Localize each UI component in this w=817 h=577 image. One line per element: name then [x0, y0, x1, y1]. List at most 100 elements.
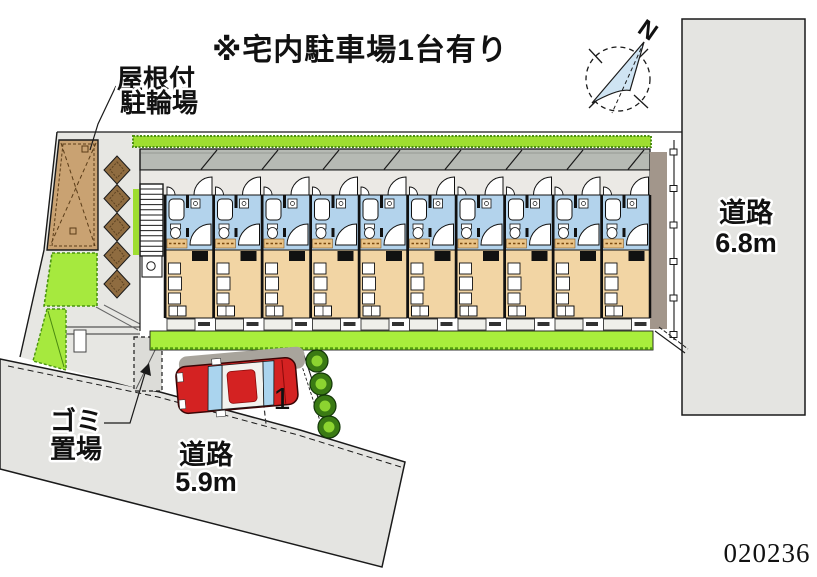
bathtub	[362, 198, 379, 221]
toilet	[461, 227, 472, 239]
compass-circle	[585, 46, 651, 112]
road-right-width: 6.8m	[715, 228, 777, 258]
building-shadow	[650, 152, 667, 329]
balcony-slab	[215, 318, 244, 331]
kitchen-counter	[506, 238, 527, 249]
balcony-slab	[554, 318, 584, 331]
entrance-door-arc	[387, 176, 407, 196]
unit	[551, 176, 602, 331]
site-boundary-left	[19, 131, 58, 358]
trash-leader-arrow	[140, 363, 151, 376]
roof-panel-divider	[566, 149, 584, 170]
toilet	[364, 227, 375, 239]
bicycle-roof-diagonal	[49, 142, 97, 247]
road-bottom-curb	[7, 365, 402, 468]
fence-post	[669, 221, 678, 229]
unit	[503, 176, 553, 331]
compass-tick	[633, 94, 649, 109]
bicycle-parking	[46, 139, 99, 251]
bicycle-mark	[69, 227, 77, 235]
north-needle	[591, 41, 645, 104]
roof-panel-divider	[383, 149, 401, 170]
toilet	[170, 227, 181, 239]
roof-panel-divider	[261, 149, 279, 170]
room-door-arc	[237, 223, 260, 246]
fence-post	[669, 294, 678, 302]
fence-post	[669, 185, 678, 192]
road-right-surface	[681, 18, 806, 416]
room-door-arc	[480, 223, 503, 246]
balcony-slab	[506, 318, 535, 331]
bathtub	[556, 198, 573, 221]
units-layer	[163, 176, 652, 331]
bathtub	[508, 198, 524, 221]
balcony-slab	[263, 318, 293, 331]
sink	[190, 198, 201, 209]
bicycle-roof-inner	[51, 143, 95, 247]
unit	[454, 176, 505, 331]
room-door-arc	[383, 223, 406, 246]
hedge-top	[132, 135, 652, 148]
toilet	[509, 227, 521, 239]
closet	[628, 251, 645, 261]
balcony-slab	[312, 318, 341, 331]
compass: N	[585, 14, 663, 114]
entrance-door-arc	[241, 176, 261, 196]
fence-posts	[669, 148, 678, 338]
kitchen-counter	[457, 238, 479, 249]
lawn-south	[149, 330, 654, 351]
sink	[433, 198, 443, 209]
bathtub	[459, 198, 476, 221]
car-headlight	[176, 372, 184, 383]
toilet	[606, 227, 618, 239]
toilet	[315, 227, 327, 239]
kitchen-counter	[166, 238, 188, 249]
trash-label: ゴミ 置場	[47, 363, 151, 467]
room-door-arc	[286, 223, 309, 246]
bicycle-parking-label: 屋根付 駐輪場	[89, 62, 201, 151]
sink	[287, 198, 298, 209]
unit	[309, 176, 359, 331]
compass-tick	[588, 48, 603, 64]
kitchen-counter	[603, 238, 624, 249]
kitchen-counter	[263, 238, 285, 249]
entrance-door-arc	[290, 176, 310, 196]
roof-panel-divider	[627, 149, 645, 170]
bushes	[305, 349, 341, 439]
bathtub	[314, 198, 330, 221]
closet	[434, 251, 451, 261]
bathtub	[217, 198, 233, 221]
unit	[357, 176, 408, 331]
toilet	[218, 227, 230, 239]
balcony-slab	[409, 318, 438, 331]
sink	[384, 198, 395, 209]
note-text: ※宅内駐車場1台有り	[212, 33, 508, 67]
balcony-slab	[603, 318, 632, 331]
sink	[530, 198, 540, 209]
roof-panel-divider	[200, 149, 218, 170]
closet	[240, 251, 257, 261]
southeast-curb-hatch	[658, 326, 689, 350]
roof-panel-divider	[444, 149, 462, 170]
stepping-stone	[103, 269, 131, 299]
kitchen-counter	[312, 238, 333, 249]
trash-leader-line	[104, 369, 147, 424]
entrance-door-arc	[581, 176, 601, 196]
car-rear-window	[262, 360, 275, 407]
room-door-arc	[625, 223, 648, 246]
entrance-post	[73, 329, 87, 353]
roof-panel-divider	[322, 149, 340, 170]
lawn-square	[43, 252, 98, 307]
building	[132, 135, 689, 354]
room-door-arc	[334, 223, 357, 246]
bathtub	[605, 198, 621, 221]
plan-id: 020236	[724, 538, 811, 568]
road-bottom-name: 道路	[179, 439, 234, 470]
sink	[481, 198, 492, 209]
toilet	[267, 227, 278, 239]
bathtub	[411, 198, 427, 221]
stair-green-strip	[133, 189, 139, 255]
balcony-slab	[360, 318, 390, 331]
room-door-arc	[528, 223, 551, 246]
